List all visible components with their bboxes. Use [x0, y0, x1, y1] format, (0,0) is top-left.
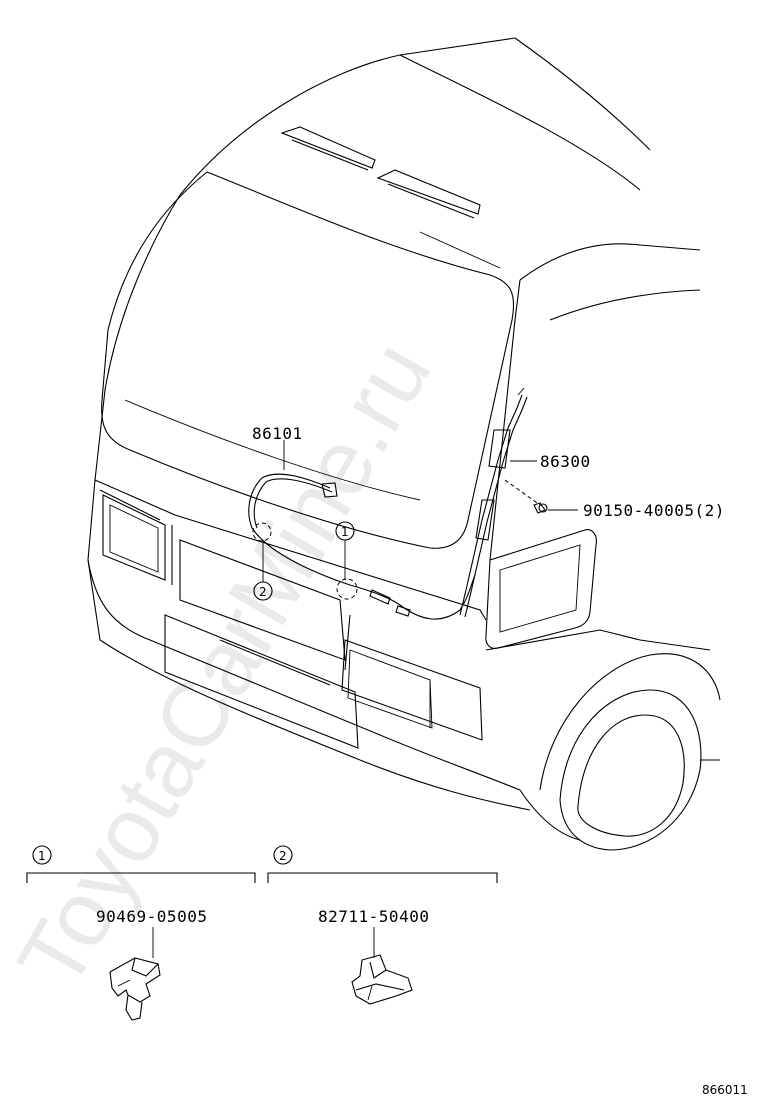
watermark: ToyotaCarMine.ru [0, 325, 450, 1005]
screw-part [504, 479, 548, 514]
svg-text:1: 1 [341, 525, 349, 539]
vehicle-body [87, 37, 721, 851]
washer-hose [248, 473, 476, 620]
svg-text:1: 1 [38, 849, 46, 863]
callout-2-diagram: 2 [252, 522, 273, 601]
detail-1: 1 90469-05005 [26, 845, 256, 1021]
svg-text:2: 2 [259, 585, 267, 599]
svg-text:2: 2 [279, 849, 287, 863]
detail-2: 2 82711-50400 [267, 845, 498, 1005]
part-label-82711-50400: 82711-50400 [318, 907, 429, 926]
washer-nozzle-hose [459, 387, 528, 618]
part-label-86300: 86300 [540, 452, 591, 471]
diagram-code: 866011 [702, 1083, 748, 1097]
part-label-90469-05005: 90469-05005 [96, 907, 207, 926]
leader-lines [283, 440, 578, 511]
part-label-90150-40005: 90150-40005(2) [583, 501, 725, 520]
callout-1-diagram: 1 [335, 521, 358, 600]
part-label-86101: 86101 [252, 424, 303, 443]
